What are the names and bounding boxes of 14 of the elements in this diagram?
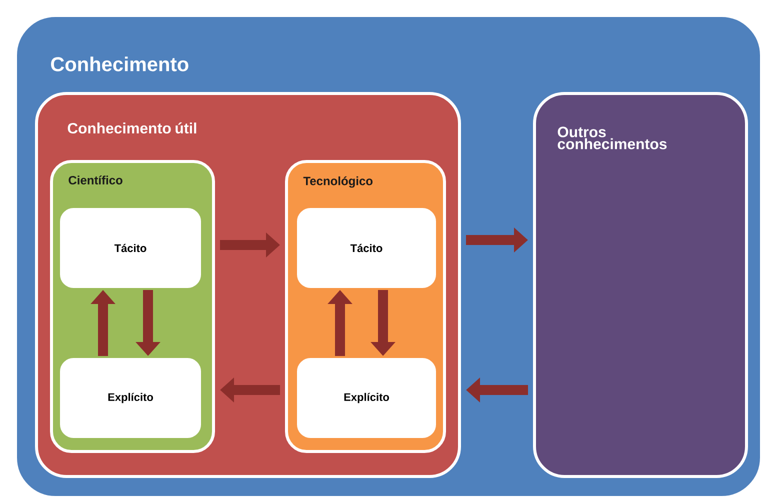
box-label: Explícito xyxy=(108,392,153,404)
box-label: Explícito xyxy=(344,392,389,404)
box-label: Tácito xyxy=(350,244,382,252)
panel-title: Tecnológico xyxy=(303,176,373,188)
panel-title: Conhecimento útil xyxy=(68,122,196,134)
box-label: Tácito xyxy=(114,244,146,252)
panel-title: Outros conhecimentos xyxy=(558,126,667,150)
text-box xyxy=(60,208,201,288)
panel-title: Conhecimento xyxy=(51,56,188,72)
text-box xyxy=(297,208,436,288)
panel-title: Científico xyxy=(68,176,122,184)
text-box xyxy=(297,358,436,438)
panel xyxy=(533,92,748,478)
text-box xyxy=(60,358,201,438)
